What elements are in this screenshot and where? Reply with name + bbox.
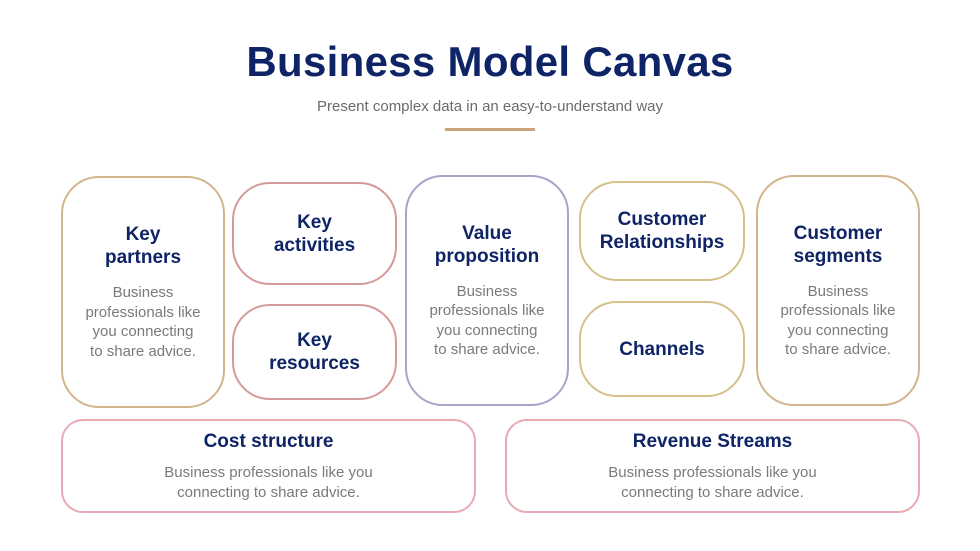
card-customer-segments-body: Business professionals like you connecti… xyxy=(780,282,896,359)
card-key-partners-body: Business professionals like you connecti… xyxy=(85,284,201,360)
card-customer-relationships: Customer Relationships xyxy=(579,181,745,281)
title-underline xyxy=(445,128,535,131)
card-key-activities: Key activities xyxy=(232,182,397,285)
card-revenue-streams: Revenue Streams Business professionals l… xyxy=(505,419,920,513)
card-revenue-streams-body: Business professionals like you connecti… xyxy=(608,464,817,501)
card-key-partners-heading: Key partners xyxy=(104,224,182,268)
card-channels: Channels xyxy=(579,301,745,397)
card-key-partners: Key partners Business professionals like… xyxy=(61,176,225,408)
page-title: Business Model Canvas xyxy=(246,38,734,85)
card-key-activities-heading: Key activities xyxy=(273,211,356,256)
card-cost-structure-heading: Cost structure xyxy=(203,431,334,452)
card-channels-heading: Channels xyxy=(619,338,705,360)
card-cost-structure: Cost structure Business professionals li… xyxy=(61,419,476,513)
card-value-proposition-heading: Value proposition xyxy=(434,222,540,267)
card-key-resources-heading: Key resources xyxy=(269,330,360,374)
card-value-proposition-body: Business professionals like you connecti… xyxy=(429,282,545,359)
page-subtitle: Present complex data in an easy-to-under… xyxy=(316,98,664,115)
card-customer-relationships-heading: Customer Relationships xyxy=(599,209,725,253)
card-customer-segments: Customer segments Business professionals… xyxy=(756,175,920,406)
card-revenue-streams-heading: Revenue Streams xyxy=(632,431,793,452)
card-value-proposition: Value proposition Business professionals… xyxy=(405,175,569,406)
card-cost-structure-body: Business professionals like you connecti… xyxy=(164,464,373,501)
card-key-resources: Key resources xyxy=(232,304,397,400)
card-customer-segments-heading: Customer segments xyxy=(793,222,883,267)
